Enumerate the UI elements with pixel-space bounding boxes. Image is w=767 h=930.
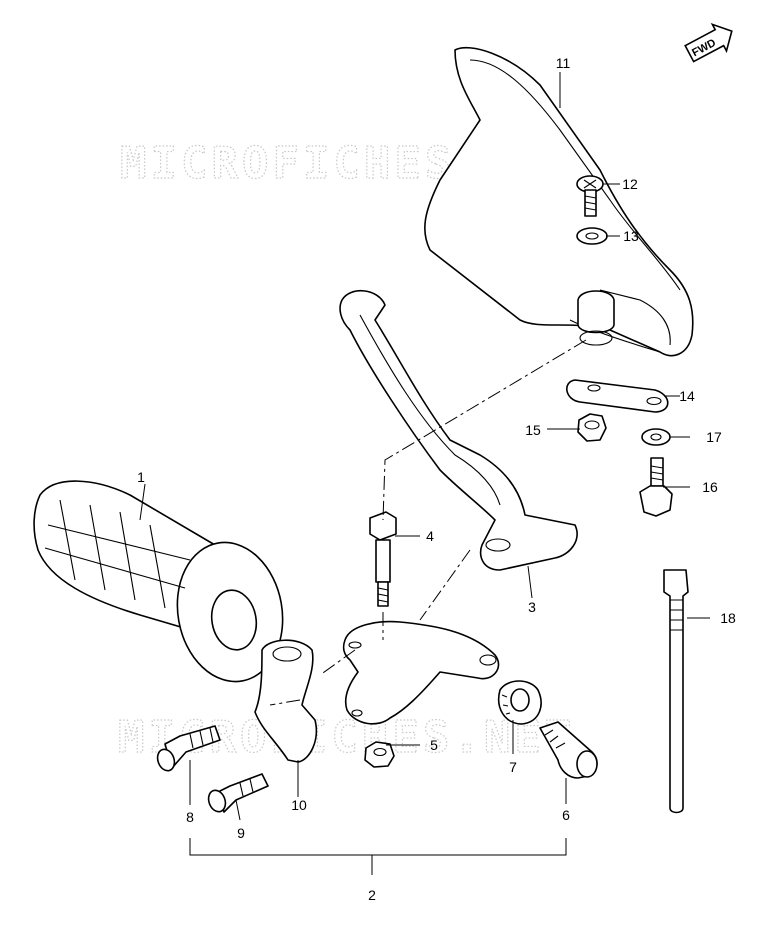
adjuster-6 <box>539 721 598 779</box>
assembly-centerlines <box>269 339 587 706</box>
lever-holder-2 <box>342 620 500 725</box>
callout-10: 10 <box>291 797 307 813</box>
callout-3: 3 <box>528 599 536 615</box>
callout-16: 16 <box>702 479 718 495</box>
callout-11: 11 <box>556 55 571 71</box>
callout-14: 14 <box>679 388 695 404</box>
screw-8 <box>156 725 221 772</box>
callout-6: 6 <box>562 807 570 823</box>
bracket-plate-14 <box>566 379 669 413</box>
perch-10 <box>254 639 317 763</box>
callout-12: 12 <box>622 176 638 192</box>
bolt-16 <box>639 457 673 517</box>
nut-5 <box>364 741 395 768</box>
callout-15: 15 <box>525 422 541 438</box>
clutch-lever-3 <box>339 290 578 571</box>
hand-guard <box>424 46 694 357</box>
callout-17: 17 <box>706 429 722 445</box>
fwd-arrow-icon: FWD <box>684 23 733 63</box>
callout-5: 5 <box>430 737 438 753</box>
cable-tie-18 <box>663 569 689 814</box>
nut-15 <box>577 413 607 442</box>
guard-mount <box>577 290 615 346</box>
callout-13: 13 <box>623 228 639 244</box>
callout-9: 9 <box>237 825 245 841</box>
pivot-bolt-4 <box>369 511 397 607</box>
callout-labels: 1 2 3 4 5 6 7 8 9 10 11 12 13 14 15 16 1… <box>137 55 736 903</box>
screw-9 <box>207 773 269 813</box>
washer-17 <box>641 428 671 446</box>
callout-2: 2 <box>368 887 376 903</box>
callout-1: 1 <box>137 469 145 485</box>
washer-13 <box>576 227 608 245</box>
clamp-ring-7 <box>498 680 542 725</box>
callout-4: 4 <box>426 528 434 544</box>
grip-1 <box>33 480 284 683</box>
callout-18: 18 <box>720 610 736 626</box>
callout-8: 8 <box>186 809 194 825</box>
screw-12 <box>576 175 604 217</box>
leader-lines <box>139 72 710 875</box>
callout-7: 7 <box>509 759 517 775</box>
